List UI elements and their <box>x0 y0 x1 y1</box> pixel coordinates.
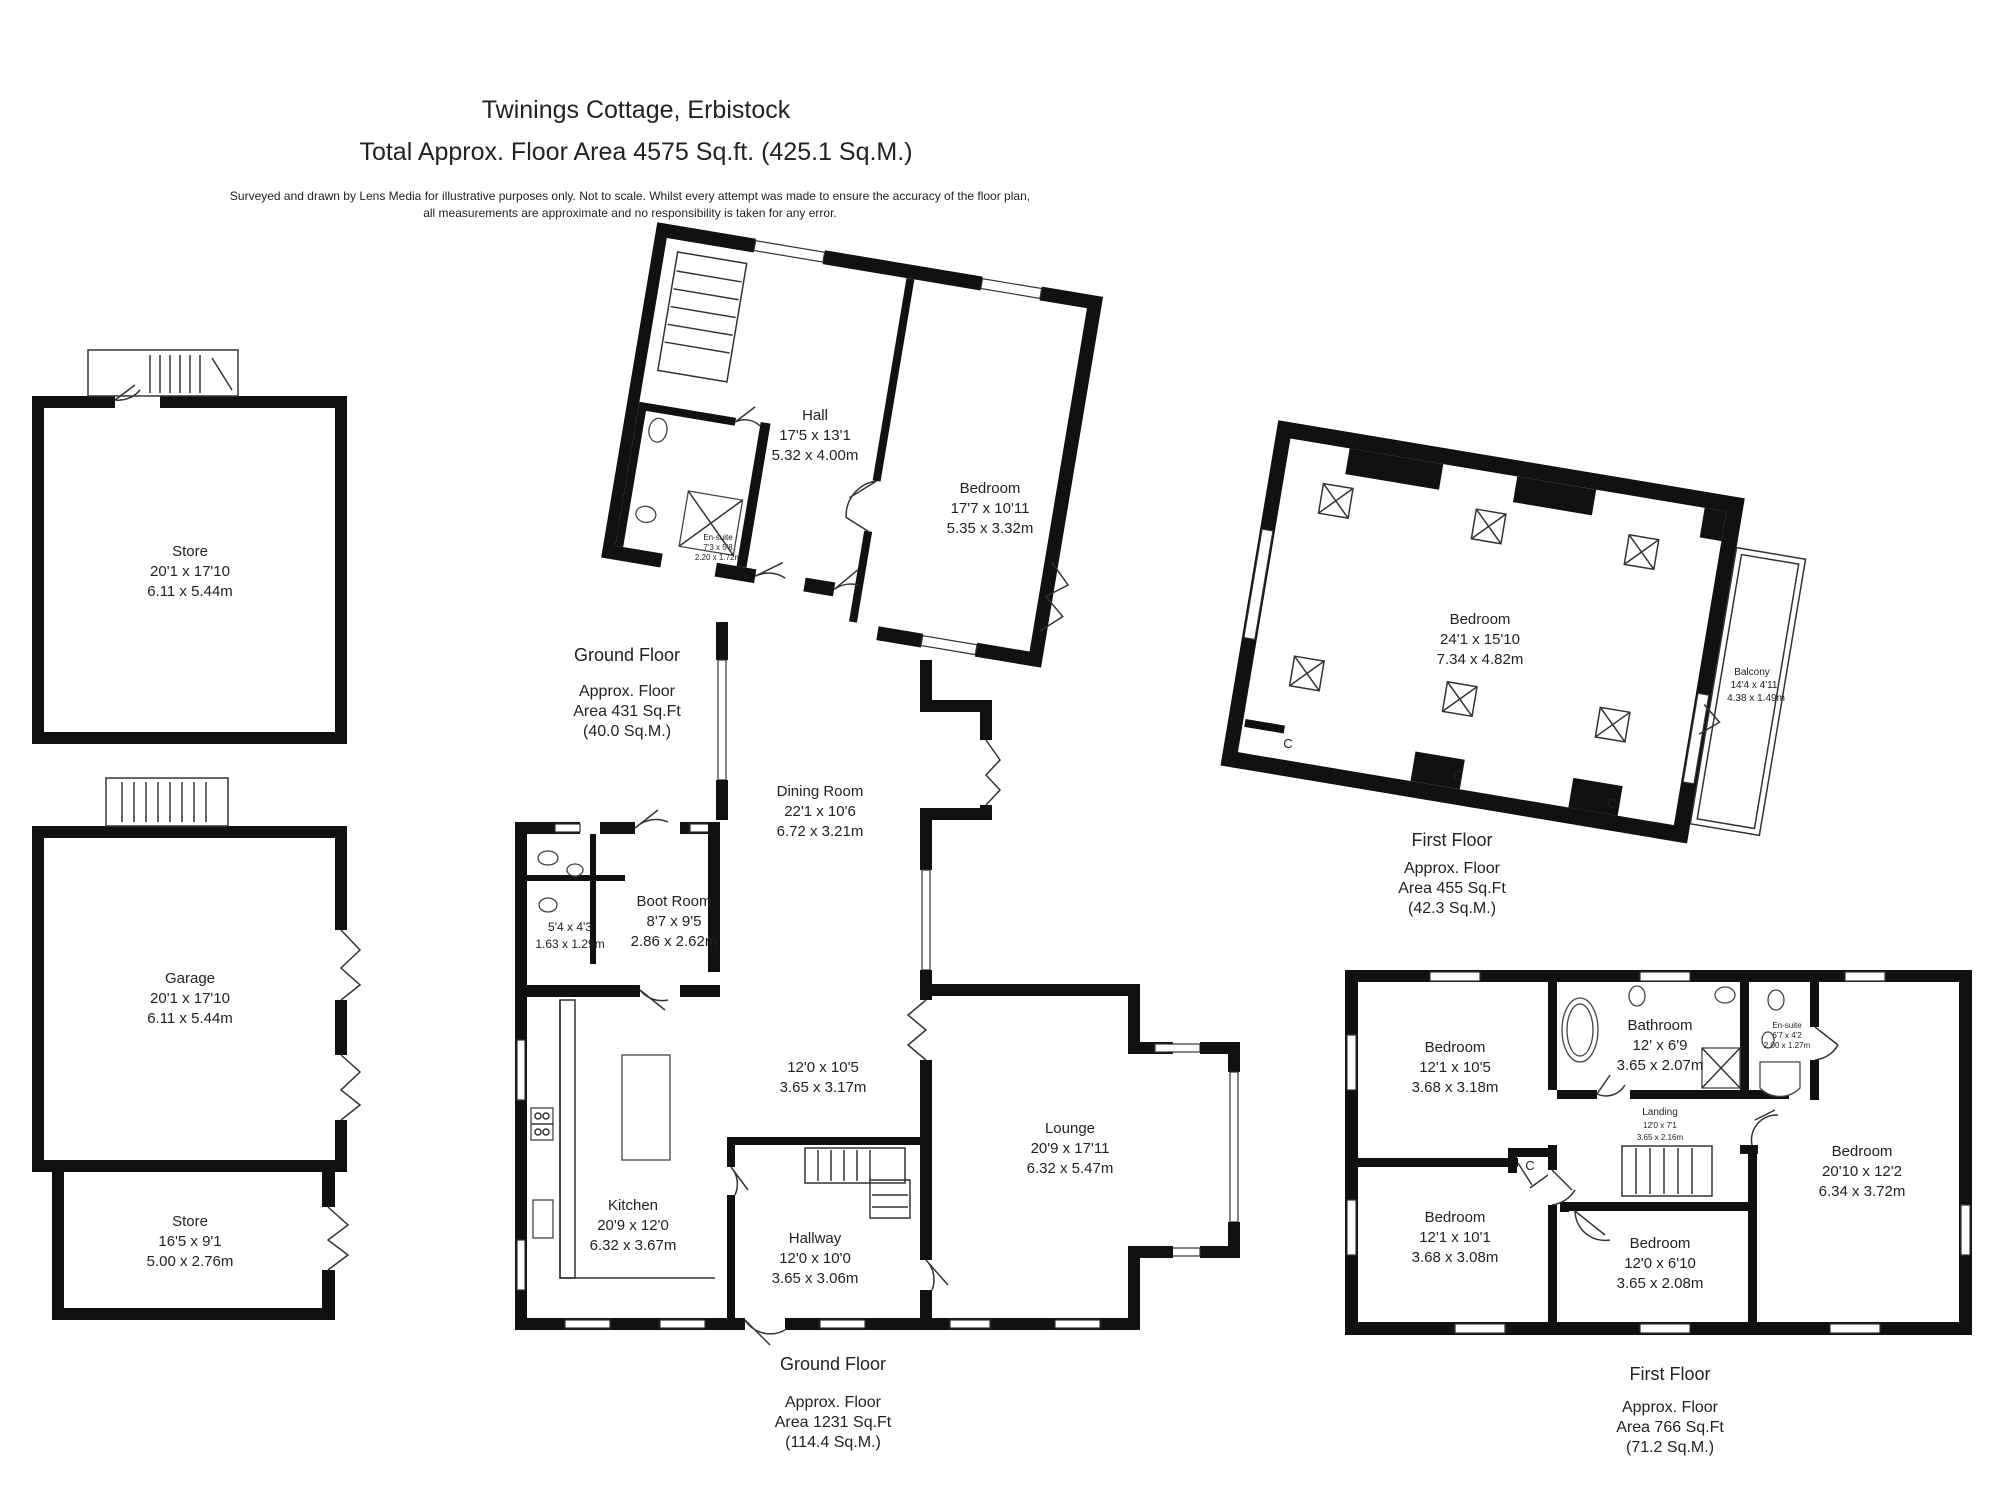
first-bedroom-tl-name: Bedroom <box>1425 1039 1486 1056</box>
annex-first-area-line3: (42.3 Sq.M.) <box>1408 900 1496 917</box>
annex-first-area-line1: Approx. Floor <box>1404 860 1501 877</box>
annex-first-area-line2: Area 455 Sq.Ft <box>1398 880 1506 897</box>
annex-ground-area-line2: Area 431 Sq.Ft <box>573 703 681 720</box>
first-bedroom-bl-metric: 3.68 x 3.08m <box>1412 1249 1499 1266</box>
lounge-name: Lounge <box>1045 1120 1095 1137</box>
main-ground-area-line2: Area 1231 Sq.Ft <box>775 1414 892 1431</box>
store-lower-imperial: 16'5 x 9'1 <box>158 1233 221 1250</box>
garage-name: Garage <box>165 970 215 987</box>
annex-cupboard-2: C <box>1453 768 1462 783</box>
bathroom-imperial: 12' x 6'9 <box>1633 1037 1688 1054</box>
total-floor-area: Total Approx. Floor Area 4575 Sq.ft. (42… <box>359 138 912 166</box>
main-first-floor-label: First Floor <box>1630 1364 1711 1384</box>
balcony-imperial: 14'4 x 4'11 <box>1730 680 1777 691</box>
main-ground-floor: Dining Room 22'1 x 10'6 6.72 x 3.21m Boo… <box>515 622 1240 1451</box>
first-bedroom-bm-metric: 3.65 x 2.08m <box>1617 1275 1704 1292</box>
family-area-imperial: 12'0 x 10'5 <box>787 1059 859 1076</box>
main-first-area-line2: Area 766 Sq.Ft <box>1616 1419 1724 1436</box>
family-area-metric: 3.65 x 3.17m <box>780 1079 867 1096</box>
first-ensuite-imperial: 6'7 x 4'2 <box>1772 1031 1802 1040</box>
annex-ground-floor-label: Ground Floor <box>574 645 680 665</box>
first-bedroom-tl-imperial: 12'1 x 10'5 <box>1419 1059 1491 1076</box>
boot-room-name: Boot Room <box>636 893 711 910</box>
annex-bedroom-imperial: 17'7 x 10'11 <box>951 500 1030 517</box>
disclaimer-line-2: all measurements are approximate and no … <box>423 206 837 220</box>
annex-ground-area-line1: Approx. Floor <box>579 683 676 700</box>
boot-room-metric: 2.86 x 2.62m <box>631 933 718 950</box>
landing-imperial: 12'0 x 7'1 <box>1643 1121 1677 1130</box>
kitchen-imperial: 20'9 x 12'0 <box>597 1217 669 1234</box>
kitchen-metric: 6.32 x 3.67m <box>590 1237 677 1254</box>
annex-ground-floor: Hall 17'5 x 13'1 5.32 x 4.00m Bedroom 17… <box>573 222 1104 740</box>
bathroom-name: Bathroom <box>1627 1017 1692 1034</box>
first-bedroom-bl-name: Bedroom <box>1425 1209 1486 1226</box>
annex-first-bedroom-imperial: 24'1 x 15'10 <box>1440 631 1520 648</box>
annex-bedroom-name: Bedroom <box>960 480 1021 497</box>
landing-cupboard: C <box>1525 1158 1534 1173</box>
hallway-metric: 3.65 x 3.06m <box>772 1270 859 1287</box>
annex-first-floor: C C C Bedroom 24'1 x 15'10 7.34 x 4.82m … <box>1220 420 1807 917</box>
hallway-imperial: 12'0 x 10'0 <box>779 1250 851 1267</box>
annex-cupboard-1: C <box>1283 736 1292 751</box>
first-bedroom-r-imperial: 20'10 x 12'2 <box>1822 1163 1902 1180</box>
first-ensuite-name: En-suite <box>1772 1021 1802 1030</box>
garage-imperial: 20'1 x 17'10 <box>150 990 230 1007</box>
first-ensuite-metric: 2.00 x 1.27m <box>1764 1041 1811 1050</box>
property-title: Twinings Cottage, Erbistock <box>482 96 791 124</box>
main-ground-floor-label: Ground Floor <box>780 1354 886 1374</box>
main-first-area-line1: Approx. Floor <box>1622 1399 1719 1416</box>
main-first-area-line3: (71.2 Sq.M.) <box>1626 1439 1714 1456</box>
store-top-metric: 6.11 x 5.44m <box>147 583 233 600</box>
annex-bedroom-metric: 5.35 x 3.32m <box>947 520 1034 537</box>
disclaimer-line-1: Surveyed and drawn by Lens Media for ill… <box>230 189 1030 203</box>
dining-room-metric: 6.72 x 3.21m <box>777 823 864 840</box>
annex-first-bedroom-metric: 7.34 x 4.82m <box>1437 651 1524 668</box>
boot-room-imperial: 8'7 x 9'5 <box>647 913 702 930</box>
annex-hall-metric: 5.32 x 4.00m <box>772 447 859 464</box>
main-first-floor: C Bedroom 12'1 x 10'5 3.68 x 3.18m Bathr… <box>1345 970 1972 1456</box>
utility-metric: 1.63 x 1.29m <box>535 937 604 951</box>
store-top-name: Store <box>172 543 208 560</box>
landing-name: Landing <box>1642 1107 1678 1118</box>
first-bedroom-tl-metric: 3.68 x 3.18m <box>1412 1079 1499 1096</box>
annex-ensuite-imperial: 7'3 x 5'8 <box>703 543 733 552</box>
first-bedroom-r-name: Bedroom <box>1832 1143 1893 1160</box>
dining-room-name: Dining Room <box>777 783 864 800</box>
dining-room-imperial: 22'1 x 10'6 <box>784 803 856 820</box>
outbuilding-garage: Garage 20'1 x 17'10 6.11 x 5.44m <box>32 777 362 1172</box>
kitchen-name: Kitchen <box>608 1197 658 1214</box>
main-ground-area-line1: Approx. Floor <box>785 1394 882 1411</box>
store-top-imperial: 20'1 x 17'10 <box>150 563 230 580</box>
annex-first-bedroom-name: Bedroom <box>1450 611 1511 628</box>
balcony-name: Balcony <box>1734 667 1770 678</box>
annex-first-floor-label: First Floor <box>1412 830 1493 850</box>
outbuilding-store-lower: Store 16'5 x 9'1 5.00 x 2.76m <box>52 1172 350 1320</box>
annex-ensuite-metric: 2.20 x 1.72m <box>695 553 742 562</box>
annex-ensuite-name: En-suite <box>703 533 733 542</box>
lounge-metric: 6.32 x 5.47m <box>1027 1160 1114 1177</box>
first-bedroom-r-metric: 6.34 x 3.72m <box>1819 1183 1906 1200</box>
main-ground-area-line3: (114.4 Sq.M.) <box>785 1434 881 1451</box>
outbuilding-store-top: Store 20'1 x 17'10 6.11 x 5.44m <box>32 349 347 744</box>
annex-hall-imperial: 17'5 x 13'1 <box>779 427 851 444</box>
garage-metric: 6.11 x 5.44m <box>147 1010 233 1027</box>
store-lower-metric: 5.00 x 2.76m <box>147 1253 234 1270</box>
bathroom-metric: 3.65 x 2.07m <box>1617 1057 1704 1074</box>
store-lower-name: Store <box>172 1213 208 1230</box>
first-bedroom-bm-name: Bedroom <box>1630 1235 1691 1252</box>
utility-imperial: 5'4 x 4'3 <box>548 920 592 934</box>
landing-metric: 3.65 x 2.16m <box>1637 1133 1684 1142</box>
balcony-metric: 4.38 x 1.49m <box>1727 693 1785 704</box>
annex-cupboard-3: C <box>1607 796 1616 811</box>
annex-hall-name: Hall <box>802 407 828 424</box>
hallway-name: Hallway <box>789 1230 842 1247</box>
annex-ground-area-line3: (40.0 Sq.M.) <box>583 723 671 740</box>
first-bedroom-bl-imperial: 12'1 x 10'1 <box>1419 1229 1491 1246</box>
lounge-imperial: 20'9 x 17'11 <box>1031 1140 1110 1157</box>
first-bedroom-bm-imperial: 12'0 x 6'10 <box>1624 1255 1696 1272</box>
